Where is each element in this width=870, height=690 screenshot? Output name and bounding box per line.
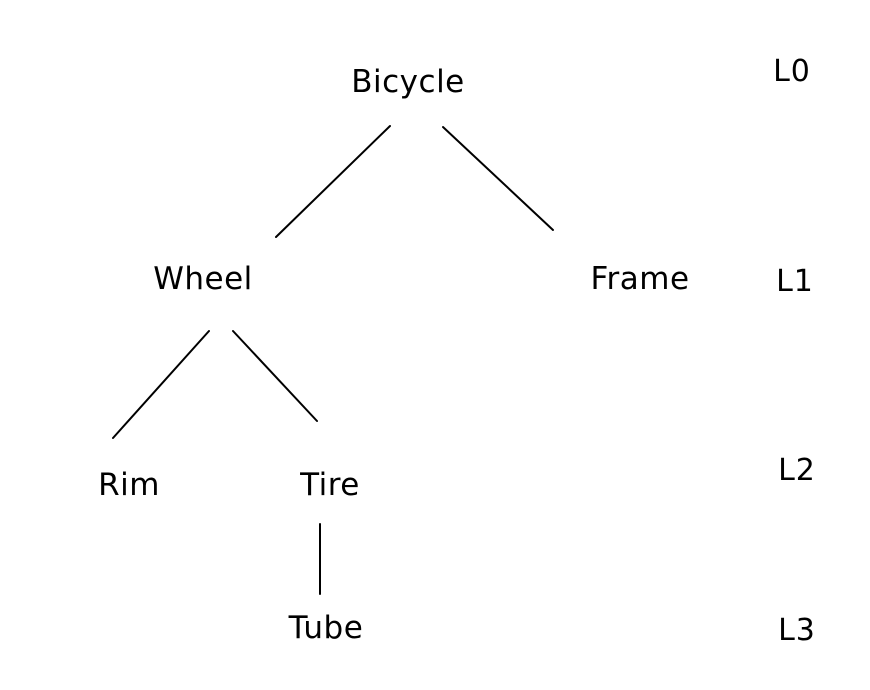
level-label-l3: L3 <box>778 613 816 648</box>
edge-wheel-tire <box>232 330 318 422</box>
node-rim[interactable]: Rim <box>98 467 160 503</box>
node-frame[interactable]: Frame <box>590 261 690 297</box>
level-label-l0: L0 <box>773 54 811 89</box>
level-label-l1: L1 <box>776 264 814 299</box>
node-tube[interactable]: Tube <box>288 610 364 646</box>
level-label-l2: L2 <box>778 453 816 488</box>
node-bicycle[interactable]: Bicycle <box>351 64 465 100</box>
node-tire[interactable]: Tire <box>300 467 360 503</box>
edge-wheel-rim <box>112 330 210 439</box>
node-wheel[interactable]: Wheel <box>153 261 253 297</box>
edge-bicycle-wheel <box>275 125 391 238</box>
edge-bicycle-frame <box>442 126 554 231</box>
